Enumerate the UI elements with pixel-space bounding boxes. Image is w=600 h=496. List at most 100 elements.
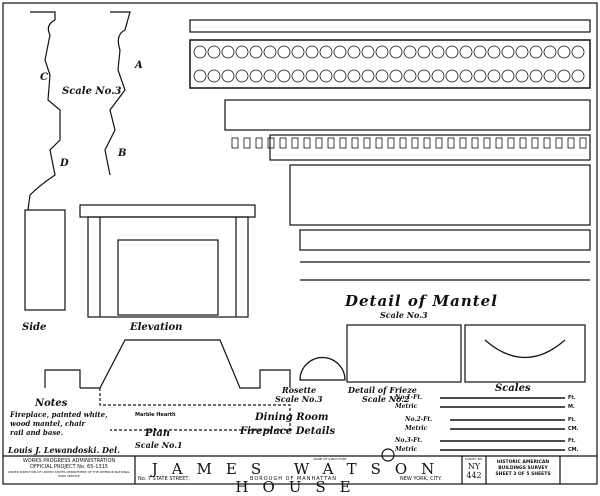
ornament-circle [501,45,515,59]
ornament-circle [319,45,333,59]
scale-row-unit: CM. [568,426,579,432]
ornament-circle [571,45,585,59]
wpa-line: WORKS PROGRESS ADMINISTRATION [22,458,116,464]
ornament-circle [431,69,445,83]
scale-row-label: Metric [395,446,418,453]
dentil [243,137,251,149]
detail-mantel-title: Detail of Mantel [345,292,498,310]
dentil [375,137,383,149]
ornament-circle [319,69,333,83]
elevation-label: Elevation [130,322,183,333]
notes-title: Notes [35,398,68,409]
mantel-detail [189,19,591,281]
ornament-circle [347,45,361,59]
notes-line: Fireplace, painted white, [10,410,108,419]
dentil [471,137,479,149]
ornament-circle [389,69,403,83]
dentil [363,137,371,149]
wpa-block: WORKS PROGRESS ADMINISTRATION OFFICIAL P… [5,458,133,478]
detail-mantel-scale: Scale No.3 [380,310,428,320]
ornament-circle [361,45,375,59]
profile-label-c: C [40,72,48,83]
dentil [315,137,323,149]
ornament-circle [235,45,249,59]
side-view [24,209,66,311]
sheet-number: SHEET 3 OF 5 SHEETS [495,472,551,477]
notes-line: rail and base. [10,428,64,437]
ornament-circle [375,45,389,59]
dentil [267,137,275,149]
rosette-fan [299,356,346,381]
dentil [303,137,311,149]
ornament-circle [473,45,487,59]
ornament-circle [501,69,515,83]
dentil [327,137,335,149]
ornament-circle [459,45,473,59]
notes-body: Fireplace, painted white,wood mantel, ch… [10,410,108,437]
ornament-circle [193,69,207,83]
profile-label-d: D [60,158,69,169]
side-label: Side [22,322,47,333]
survey-no: 442 [466,471,482,480]
plan-scale: Scale No.1 [135,440,183,450]
dentil [459,137,467,149]
scale-row-label: No.2-Ft. [405,416,433,423]
dentil [567,137,575,149]
dentil [399,137,407,149]
ornament-circle [543,45,557,59]
scale-row-unit: CM. [568,447,579,453]
rosette-scale: Scale No.3 [275,394,323,404]
ornament-circle [361,69,375,83]
dentil [531,137,539,149]
ornament-circle [277,69,291,83]
profile-label-b: B [118,148,127,159]
profile-a-b [104,11,131,176]
ornament-circle [221,69,235,83]
ornament-circle [305,69,319,83]
ornament-circle [431,45,445,59]
ornament-circle [333,69,347,83]
ornament-circle [473,69,487,83]
swag [484,339,566,359]
dentil [387,137,395,149]
ornament-circle [403,45,417,59]
city: NEW YORK, CITY. [400,476,442,482]
ornament-circle [263,45,277,59]
sheet-border [2,2,598,485]
dentil [447,137,455,149]
dentil [507,137,515,149]
dentil [519,137,527,149]
notes-line: wood mantel, chair [10,419,86,428]
ornament-circle [263,69,277,83]
frieze-label: Detail of Frieze [348,385,417,395]
dentil [339,137,347,149]
dentil [411,137,419,149]
elevation [79,204,256,318]
scale-row-unit: Ft. [568,417,576,423]
dentil [423,137,431,149]
scale-row-label: No.1-Ft. [395,394,423,401]
ornament-circle [571,69,585,83]
ornament-circle [529,69,543,83]
dentil [291,137,299,149]
delineator: Louis J. Lewandoski. Del. [8,445,120,455]
plan-label: Plan [145,428,171,439]
dentil [555,137,563,149]
ornament-circle [333,45,347,59]
ornament-circle [557,45,571,59]
frieze-panel [346,324,462,383]
dentil [279,137,287,149]
address: No. 7 STATE STREET, [138,476,190,482]
rosette-label: Rosette [282,385,317,395]
habs-line: HISTORIC AMERICAN [496,460,550,465]
scale-row-label: Metric [395,403,418,410]
scale-row-label: Metric [405,425,428,432]
dentil [351,137,359,149]
ornament-circle [445,45,459,59]
ornament-circle [305,45,319,59]
name-label: NAME OF STRUCTURE [313,457,347,461]
survey-no-label: SURVEY NO. [464,457,484,461]
frieze-scale: Scale No.2 [362,394,410,404]
ornament-circle [515,45,529,59]
